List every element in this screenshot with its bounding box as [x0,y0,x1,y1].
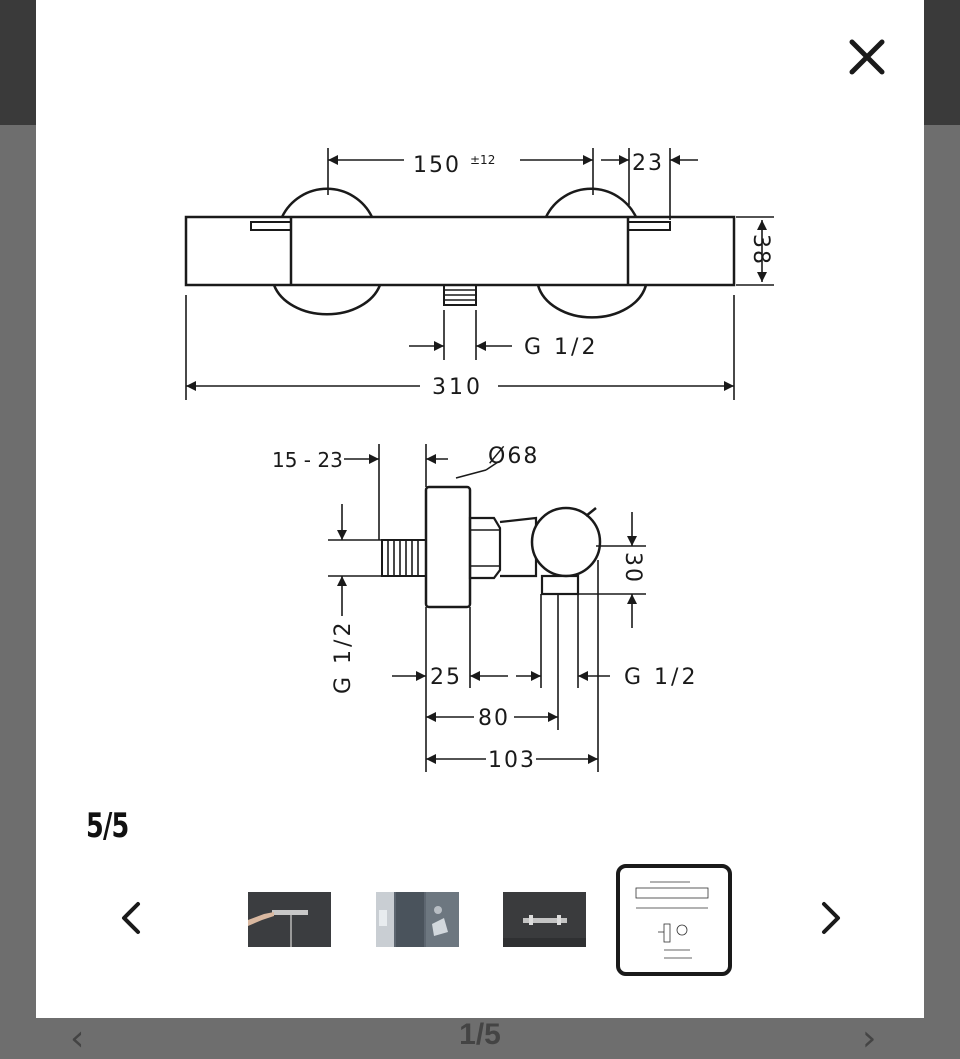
dim-80: 80 [478,706,510,731]
technical-drawing: 150 ±12 23 38 G 1/2 310 15 - 23 Ø68 G 1/… [184,148,774,773]
dim-total-length: 310 [432,375,483,400]
top-view [184,148,774,400]
dim-offset: 23 [632,151,664,176]
thumbnail-4-image [635,881,709,959]
background-next-icon: › [862,1018,877,1059]
thumbnail-3[interactable] [503,892,586,947]
close-icon [849,39,885,75]
dim-centers: 150 [413,153,461,178]
thumbnail-1[interactable] [248,892,331,947]
background-counter: 1/5 [459,1018,501,1051]
close-button[interactable] [844,34,892,82]
thumbnail-4-active[interactable] [616,864,732,976]
side-view [328,444,646,772]
thumbnail-2-image [376,892,459,947]
dim-inlet: G 1/2 [331,620,356,694]
dim-tolerance: ±12 [470,153,495,167]
dim-height: 38 [748,234,773,266]
dim-25: 25 [430,665,462,690]
chevron-left-icon [122,902,140,934]
prev-button[interactable] [110,896,154,940]
dim-diameter: Ø68 [488,444,539,469]
dim-outlet-side: G 1/2 [624,665,698,690]
dim-range: 15 - 23 [272,448,343,472]
image-counter: 5/5 [86,806,129,846]
thumbnail-1-image [248,892,331,947]
dim-103: 103 [488,748,536,773]
thumbnail-2[interactable] [376,892,459,947]
lightbox-modal: 150 ±12 23 38 G 1/2 310 15 - 23 Ø68 G 1/… [36,0,924,1018]
dim-outlet-top: G 1/2 [524,335,598,360]
thumbnail-3-image [503,892,586,947]
chevron-right-icon [822,902,840,934]
next-button[interactable] [808,896,852,940]
dim-30: 30 [620,552,645,584]
